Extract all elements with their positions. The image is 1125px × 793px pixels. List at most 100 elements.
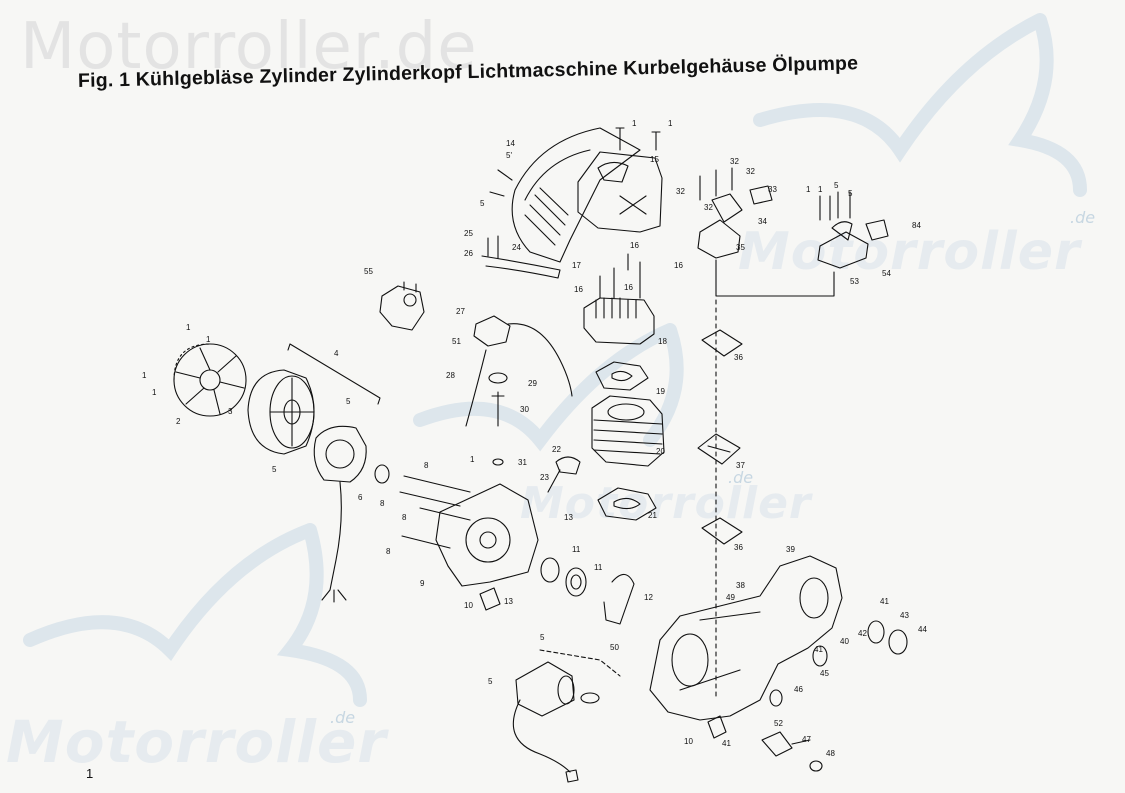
cylinder-head-part (583, 253, 655, 345)
part-label-1: 1 (668, 119, 673, 128)
watermark-bottom: Motorroller (6, 708, 387, 776)
part-label-16: 16 (574, 285, 583, 294)
cylinder-part (591, 395, 665, 467)
part-label-34: 34 (758, 217, 767, 226)
page-number: 1 (86, 766, 94, 781)
scooter-logo-top-right (753, 13, 1087, 197)
kickstart-parts (707, 715, 823, 772)
part-label-8: 8 (424, 461, 429, 470)
flywheel-part (247, 369, 315, 455)
part-label-50: 50 (610, 643, 619, 652)
part-label-16: 16 (624, 283, 633, 292)
part-label-19: 19 (656, 387, 665, 396)
part-label-8: 8 (380, 499, 385, 508)
part-label-47: 47 (802, 735, 811, 744)
part-label-14: 14 (506, 139, 515, 148)
part-label-55: 55 (364, 267, 373, 276)
part-label-15: 15 (650, 155, 659, 164)
part-label-21: 21 (648, 511, 657, 520)
part-label-43: 43 (900, 611, 909, 620)
base-gasket-part (597, 487, 657, 521)
reed-block-part (697, 433, 741, 465)
part-label-18: 18 (658, 337, 667, 346)
part-label-1: 1 (152, 388, 157, 397)
part-label-41: 41 (880, 597, 889, 606)
part-label-52: 52 (774, 719, 783, 728)
part-label-13: 13 (564, 513, 573, 522)
ignition-wire-part (481, 255, 561, 279)
part-label-13: 13 (504, 597, 513, 606)
part-label-41: 41 (722, 739, 731, 748)
part-label-27: 27 (456, 307, 465, 316)
part-label-5: 5 (834, 181, 839, 190)
watermark-center: Motorroller (520, 478, 812, 529)
part-label-1: 1 (818, 185, 823, 194)
part-label-1: 1 (186, 323, 191, 332)
part-label-16: 16 (630, 241, 639, 250)
part-label-5: 5 (488, 677, 493, 686)
part-label-6: 6 (358, 493, 363, 502)
part-label-5: 5 (480, 199, 485, 208)
part-label-10: 10 (464, 601, 473, 610)
scooter-logo-center (413, 323, 684, 452)
bearing-part (540, 557, 587, 597)
part-label-35: 35 (736, 243, 745, 252)
watermark-top: Motorroller.de (20, 10, 478, 84)
part-label-5: 5 (272, 465, 277, 474)
bushing-part (479, 587, 501, 611)
part-label-5: 5' (506, 151, 512, 160)
watermark-right-suffix: .de (1070, 208, 1096, 227)
part-label-16: 16 (674, 261, 683, 270)
part-label-54: 54 (882, 269, 891, 278)
intake-bracket-line (715, 259, 835, 297)
part-label-1: 1 (142, 371, 147, 380)
part-label-10: 10 (684, 737, 693, 746)
right-crankcase-part (649, 555, 843, 721)
part-label-28: 28 (446, 371, 455, 380)
part-label-46: 46 (794, 685, 803, 694)
part-label-20: 20 (656, 447, 665, 456)
stator-part (313, 425, 367, 603)
oil-pump-part (379, 281, 425, 331)
part-label-24: 24 (512, 243, 521, 252)
part-label-53: 53 (850, 277, 859, 286)
part-label-9: 9 (420, 579, 425, 588)
part-label-22: 22 (552, 445, 561, 454)
watermark-right: Motorroller (738, 222, 1081, 282)
intake-gasket-lower (701, 517, 743, 545)
reed-valve-part (817, 191, 889, 269)
part-label-36: 36 (734, 543, 743, 552)
part-label-23: 23 (540, 473, 549, 482)
starter-motor-part (512, 649, 621, 783)
part-label-11: 11 (572, 545, 581, 554)
part-label-1: 1 (470, 455, 475, 464)
crankcase-gasket-part (603, 573, 635, 625)
part-label-40: 40 (840, 637, 849, 646)
part-label-32: 32 (704, 203, 713, 212)
part-label-32: 32 (746, 167, 755, 176)
part-label-45: 45 (820, 669, 829, 678)
left-crankcase-part (399, 475, 539, 587)
part-label-49: 49 (726, 593, 735, 602)
part-label-5: 5 (848, 189, 853, 198)
part-label-38: 38 (736, 581, 745, 590)
part-label-8: 8 (402, 513, 407, 522)
watermark-center-suffix: .de (728, 468, 754, 487)
part-label-41: 41 (814, 645, 823, 654)
part-label-17: 17 (572, 261, 581, 270)
part-label-26: 26 (464, 249, 473, 258)
part-label-25: 25 (464, 229, 473, 238)
part-label-33: 33 (768, 185, 777, 194)
part-label-31: 31 (518, 458, 527, 467)
part-label-84: 84 (912, 221, 921, 230)
part-label-2: 2 (176, 417, 181, 426)
part-label-39: 39 (786, 545, 795, 554)
part-label-3: 3 (228, 407, 233, 416)
part-label-32: 32 (676, 187, 685, 196)
cooling-fan-part (173, 343, 247, 417)
part-label-48: 48 (826, 749, 835, 758)
spark-plug-cap-part (547, 456, 581, 493)
